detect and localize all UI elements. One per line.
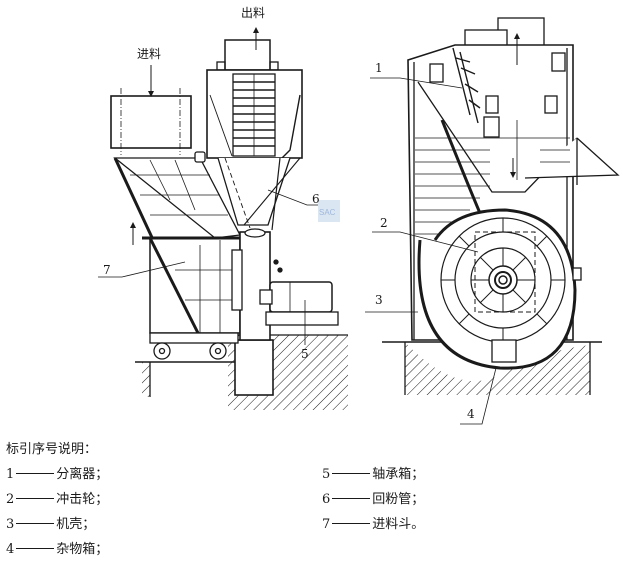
legend-item-text: 回粉管； [372, 492, 425, 507]
legend-item-number: 4 [6, 542, 15, 557]
legend-item: 1 分离器； [6, 462, 108, 487]
outlet-label: 出料 [241, 6, 265, 20]
legend-dash [16, 497, 55, 499]
callout-3: 3 [375, 293, 383, 307]
callout-1: 1 [375, 61, 383, 75]
pit [234, 339, 274, 396]
legend-item: 2 冲击轮； [6, 487, 108, 512]
leader-1 [370, 77, 463, 89]
legend-title: 标引序号说明： [6, 442, 98, 457]
legend-item-number: 2 [6, 492, 15, 507]
legend-item-number: 1 [6, 467, 15, 482]
feed-hopper-cart [130, 222, 241, 360]
legend-item: 5 轴承箱； [322, 462, 424, 487]
left-view [110, 27, 348, 410]
legend-item-text: 分离器； [56, 467, 109, 482]
legend-item: 7 进料斗。 [322, 512, 424, 537]
legend-item-number: 5 [322, 467, 331, 482]
impact-casing [417, 208, 582, 370]
right-view [382, 17, 620, 395]
legend-item-number: 6 [322, 492, 331, 507]
callout-2: 2 [380, 216, 388, 230]
leader-4 [460, 367, 497, 425]
legend-item-text: 冲击轮； [56, 492, 109, 507]
legend-item-number: 7 [322, 517, 331, 532]
legend-dash [16, 472, 55, 474]
leader-2 [372, 231, 479, 253]
impact-wheel-spokes [441, 218, 565, 342]
feed-hopper-box [110, 65, 192, 155]
legend-item: 6 回粉管； [322, 487, 424, 512]
legend-dash [16, 522, 55, 524]
callout-5: 5 [301, 347, 309, 361]
legend-item-text: 进料斗。 [372, 517, 425, 532]
legend-dash [332, 497, 371, 499]
legend-item: 3 机壳； [6, 512, 95, 537]
inlet-label: 进料 [137, 47, 161, 61]
legend-item-text: 轴承箱； [372, 467, 425, 482]
legend-item-text: 杂物箱； [56, 542, 109, 557]
callout-4: 4 [467, 407, 475, 421]
leader-7 [98, 261, 186, 278]
right-callouts [365, 77, 497, 425]
legend-item-number: 3 [6, 517, 15, 532]
legend-dash [332, 472, 371, 474]
legend-item: 4 杂物箱； [6, 537, 108, 562]
machine-diagram: SAC 6 7 5 进料 出料 [98, 6, 620, 425]
callout-7: 7 [103, 263, 111, 277]
separator-cabinet [194, 27, 303, 229]
legend-dash [16, 547, 55, 549]
ladder [452, 47, 481, 124]
legend-item-text: 机壳； [56, 517, 96, 532]
callout-6: 6 [312, 192, 320, 206]
watermark-box [318, 200, 340, 222]
legend-dash [332, 522, 371, 524]
return-pipe [271, 157, 281, 231]
watermark-text: SAC [319, 208, 336, 217]
bearing-box [259, 281, 339, 326]
impactor-column [231, 228, 283, 341]
